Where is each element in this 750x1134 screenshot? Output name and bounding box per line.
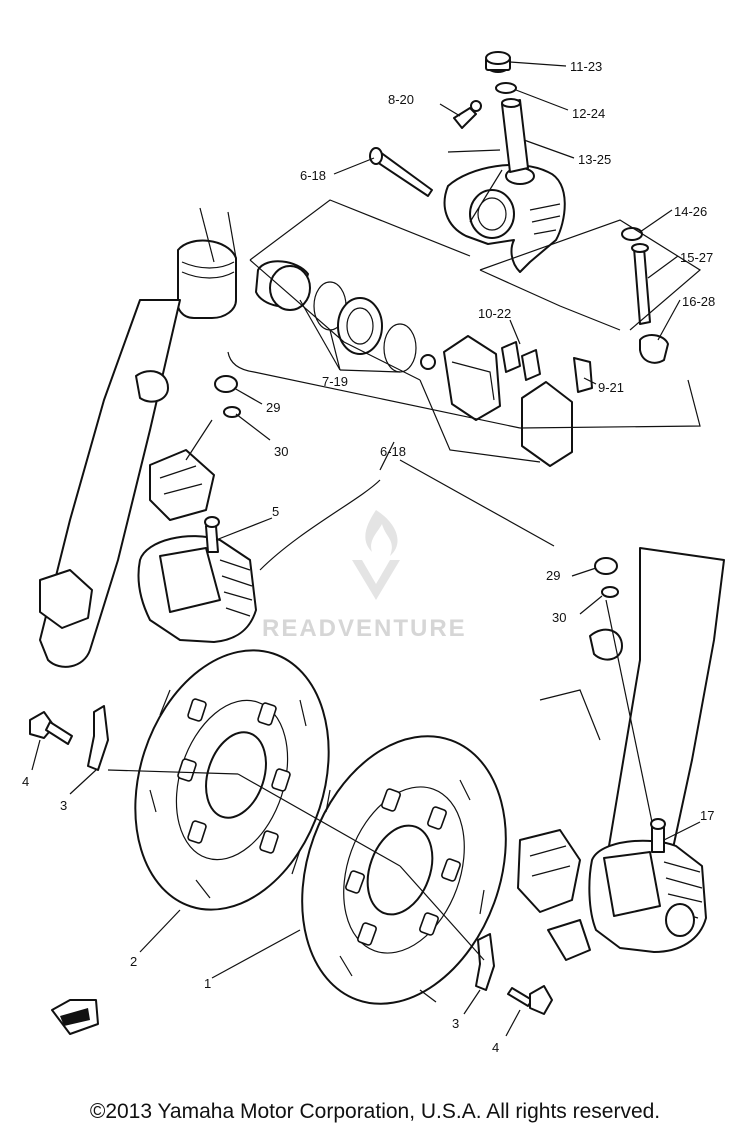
callout-4-left: 4 xyxy=(22,774,29,789)
bolt-and-lockwasher-right xyxy=(475,933,553,1015)
callout-17: 17 xyxy=(700,808,714,823)
callout-7-19: 7-19 xyxy=(322,374,348,389)
callout-4-right: 4 xyxy=(492,1040,499,1055)
callout-6-18-upper: 6-18 xyxy=(300,168,326,183)
callout-30-right: 30 xyxy=(552,610,566,625)
caliper-5 xyxy=(137,516,257,643)
callout-29-left: 29 xyxy=(266,400,280,415)
watermark-text: READVENTURE xyxy=(262,615,467,642)
watermark-logo: READVENTURE xyxy=(262,510,467,642)
callout-11-23: 11-23 xyxy=(570,59,602,74)
exploded-group-lines xyxy=(227,149,702,571)
copyright-notice: ©2013 Yamaha Motor Corporation, U.S.A. A… xyxy=(89,1100,661,1123)
callout-16-28: 16-28 xyxy=(682,294,715,309)
left-fork-leg xyxy=(39,207,237,668)
callout-5: 5 xyxy=(272,504,279,519)
callout-12-24: 12-24 xyxy=(572,106,605,121)
right-fork-leg xyxy=(517,547,725,961)
caliper-hardware xyxy=(214,51,669,598)
callout-15-27: 15-27 xyxy=(680,250,713,265)
front-arrow-icon xyxy=(51,999,99,1035)
brake-disc-2 xyxy=(134,649,330,911)
leader-lines xyxy=(31,61,701,1037)
callout-29-right: 29 xyxy=(546,568,560,583)
caliper-17 xyxy=(588,818,707,953)
callout-1: 1 xyxy=(204,976,211,991)
caliper-housing xyxy=(443,163,566,273)
callout-13-25: 13-25 xyxy=(578,152,611,167)
bolt-and-lockwasher-left xyxy=(29,705,109,771)
callout-3-left: 3 xyxy=(60,798,67,813)
brake-pads xyxy=(420,335,593,467)
callout-8-20: 8-20 xyxy=(388,92,414,107)
callout-labels: 11-23 12-24 8-20 13-25 6-18 14-26 15-27 … xyxy=(22,59,715,1055)
callout-30-left: 30 xyxy=(274,444,288,459)
callout-10-22: 10-22 xyxy=(478,306,511,321)
callout-2: 2 xyxy=(130,954,137,969)
callout-3-right: 3 xyxy=(452,1016,459,1031)
callout-9-21: 9-21 xyxy=(598,380,624,395)
callout-14-26: 14-26 xyxy=(674,204,707,219)
callout-6-18-lower: 6-18 xyxy=(380,444,406,459)
